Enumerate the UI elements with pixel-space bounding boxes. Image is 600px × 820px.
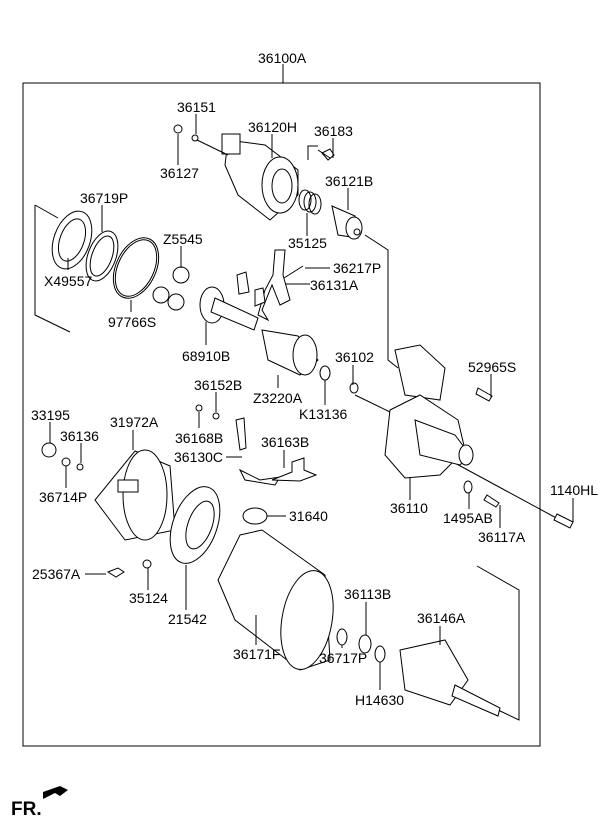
yoke-36171F	[217, 529, 334, 671]
washer-X49557	[51, 210, 93, 270]
part-label-Z3220A[interactable]: Z3220A	[253, 390, 303, 406]
bracket-36163B	[271, 457, 318, 482]
screw-36183	[317, 148, 335, 161]
brush-lead-36130C	[235, 417, 247, 451]
washer-36719P	[85, 230, 119, 282]
axis-line-36102	[354, 394, 391, 413]
part-label-36163B[interactable]: 36163B	[261, 434, 309, 450]
nut-36127	[173, 124, 183, 134]
part-label-X49557[interactable]: X49557	[44, 273, 92, 289]
cap-31640	[242, 507, 268, 525]
part-label-25367A[interactable]: 25367A	[32, 566, 81, 582]
armature-36146A	[399, 639, 501, 717]
part-label-36151[interactable]: 36151	[177, 99, 216, 115]
part-label-35124[interactable]: 35124	[129, 590, 168, 606]
part-label-36113B[interactable]: 36113B	[344, 586, 391, 602]
part-label-36120H[interactable]: 36120H	[248, 119, 297, 135]
cap-33195	[41, 442, 57, 458]
part-label-36100A[interactable]: 36100A	[258, 50, 307, 66]
part-label-1140HL[interactable]: 1140HL	[550, 482, 598, 498]
plunger-36121B	[331, 205, 363, 240]
bracket-solenoid	[307, 145, 318, 160]
brush-holder-21542	[169, 486, 221, 564]
nut-36714P	[61, 457, 71, 467]
part-label-36102[interactable]: 36102	[335, 349, 374, 365]
part-label-36719P[interactable]: 36719P	[80, 190, 128, 206]
assembly-frame	[22, 82, 541, 747]
leader-stud	[196, 139, 229, 156]
solenoid-36120H	[221, 133, 299, 221]
part-label-36136[interactable]: 36136	[60, 428, 99, 444]
front-arrow-icon	[43, 786, 68, 799]
leader-lines	[49, 114, 574, 690]
spring-35125	[298, 189, 322, 215]
brush-36130C-plate	[238, 468, 281, 486]
screw-52965S	[475, 387, 493, 402]
o-ring-97766S-inner	[114, 239, 158, 297]
part-label-33195[interactable]: 33195	[31, 407, 70, 423]
part-label-36131A[interactable]: 36131A	[310, 277, 359, 293]
part-label-36117A[interactable]: 36117A	[478, 529, 526, 545]
screw-36117A	[483, 494, 500, 508]
part-label-68910B[interactable]: 68910B	[182, 348, 230, 364]
part-label-36217P[interactable]: 36217P	[333, 260, 381, 276]
part-label-31972A[interactable]: 31972A	[110, 414, 159, 430]
part-label-36717P[interactable]: 36717P	[319, 650, 367, 666]
planet-gear-3	[167, 293, 185, 311]
bracket-left-top	[34, 204, 59, 219]
part-label-35125[interactable]: 35125	[288, 235, 327, 251]
washer-36168B	[195, 404, 203, 412]
connector-25367A	[106, 567, 125, 578]
part-label-36168B[interactable]: 36168B	[175, 430, 223, 446]
part-label-36152B[interactable]: 36152B	[194, 377, 242, 393]
planet-gear-2	[152, 286, 170, 304]
part-label-K13136[interactable]: K13136	[299, 406, 347, 422]
washer-36717P	[336, 628, 348, 646]
washer-36136	[76, 463, 84, 471]
part-label-97766S[interactable]: 97766S	[108, 314, 156, 330]
part-label-52965S[interactable]: 52965S	[468, 359, 516, 375]
part-label-Z5545[interactable]: Z5545	[163, 231, 203, 247]
o-ring-97766S	[112, 237, 160, 299]
washer-36113B	[358, 634, 372, 654]
pin-36217P	[283, 265, 304, 279]
bracket-right	[476, 565, 520, 721]
part-label-36183[interactable]: 36183	[314, 123, 353, 139]
washer-36719P-inner	[89, 235, 115, 277]
part-label-36714P[interactable]: 36714P	[39, 489, 87, 505]
washer-1495AB	[463, 480, 473, 494]
part-label-36146A[interactable]: 36146A	[417, 610, 466, 626]
washer-36152B	[212, 412, 220, 420]
part-label-21542[interactable]: 21542	[168, 611, 207, 627]
nut-35124	[142, 559, 152, 569]
through-bolt-1140HL	[553, 513, 574, 529]
part-label-36110[interactable]: 36110	[390, 500, 428, 516]
shaft-68910B	[199, 286, 259, 331]
axis-line-through-bolt	[439, 454, 561, 521]
part-label-36130C[interactable]: 36130C	[174, 449, 223, 465]
end-cover-31972A	[94, 449, 176, 541]
lever-36131A	[236, 249, 291, 322]
part-label-H14630[interactable]: H14630	[355, 692, 404, 708]
washer-X49557-inner	[57, 218, 87, 262]
bracket-left	[34, 205, 71, 333]
housing-36110	[384, 344, 474, 479]
axis-line-plunger	[364, 234, 399, 369]
washer-K13136	[319, 365, 331, 381]
clip-36102	[349, 382, 359, 394]
pinion-Z3220A	[261, 329, 319, 376]
washer-H14630	[374, 645, 386, 663]
washer-36151	[191, 134, 199, 142]
front-direction-label: FR.	[11, 799, 42, 820]
part-label-1495AB[interactable]: 1495AB	[443, 510, 493, 526]
planet-gear-Z5545	[172, 266, 190, 284]
part-label-31640[interactable]: 31640	[289, 508, 328, 524]
part-label-36127[interactable]: 36127	[160, 165, 199, 181]
part-label-36121B[interactable]: 36121B	[325, 173, 373, 189]
part-label-36171F[interactable]: 36171F	[233, 646, 280, 662]
